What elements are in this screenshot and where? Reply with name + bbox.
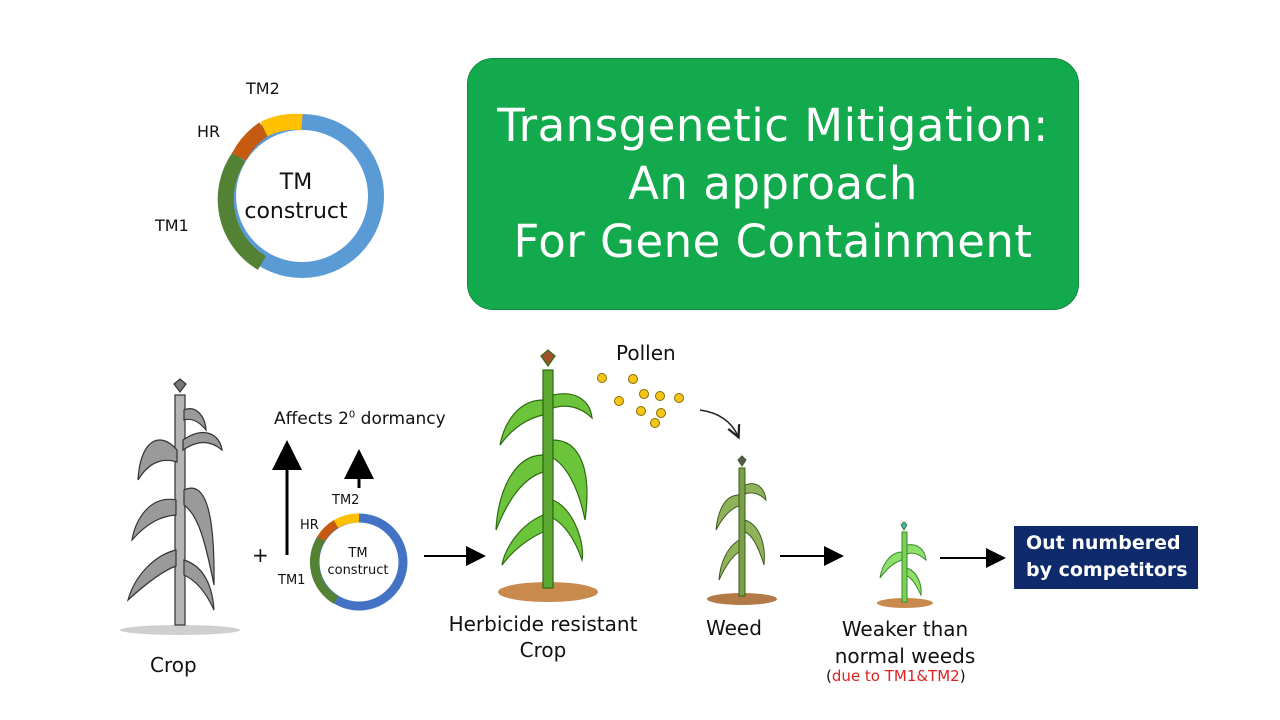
plus-sign: + (252, 543, 269, 567)
crop-label: Crop (150, 653, 197, 677)
tm-construct-ring-small (309, 513, 408, 611)
herbicide-resistant-crop-image (495, 349, 598, 602)
weed-plant-image (707, 455, 777, 605)
small-ring-center-line-2: construct (327, 563, 389, 578)
small-ring-label-tm2: TM2 (332, 493, 360, 508)
large-ring-label-tm2: TM2 (246, 79, 280, 98)
title-line-3: For Gene Containment (513, 215, 1033, 268)
tm-construct-ring-large (217, 113, 384, 278)
crop-plant-image (120, 378, 240, 635)
small-ring-center-text: TM construct (318, 545, 398, 579)
title-box: Transgenetic Mitigation: An approach For… (467, 58, 1079, 310)
weaker-weed-label: Weaker than normal weeds (825, 616, 985, 670)
pollen-dots (597, 373, 684, 428)
affects-text: Affects 2 (274, 409, 349, 429)
weed-label: Weed (706, 616, 762, 640)
large-ring-center-line-1: TM (279, 170, 313, 195)
affects-superscript: 0 (348, 409, 356, 421)
herbicide-crop-label-line-2: Crop (519, 638, 567, 662)
weaker-weed-label-line-1: Weaker than (841, 617, 969, 641)
herbicide-crop-label-line-1: Herbicide resistant (448, 612, 638, 636)
out-numbered-line-2: by competitors (1026, 559, 1188, 581)
pollen-arrow (699, 409, 738, 436)
due-to-note: (due to TM1&TM2) (826, 667, 966, 685)
title-line-1: Transgenetic Mitigation: (497, 99, 1049, 152)
weaker-weed-image (877, 521, 933, 608)
due-to-text: due to TM1&TM2 (831, 667, 960, 685)
herbicide-crop-label: Herbicide resistant Crop (440, 611, 646, 663)
affects-rest-text: dormancy (355, 409, 446, 429)
small-ring-center-line-1: TM (348, 546, 368, 561)
small-ring-label-tm1: TM1 (278, 573, 306, 588)
out-numbered-box: Out numbered by competitors (1014, 526, 1198, 589)
affects-dormancy-label: Affects 20 dormancy (274, 409, 446, 429)
out-numbered-line-1: Out numbered (1026, 532, 1181, 554)
large-ring-center-line-2: construct (244, 199, 348, 224)
pollen-label: Pollen (616, 341, 676, 365)
title-line-2: An approach (628, 157, 918, 210)
due-open-paren: ( (826, 667, 832, 685)
large-ring-label-hr: HR (197, 122, 221, 141)
large-ring-center-text: TM construct (236, 168, 356, 226)
due-close-paren: ) (959, 667, 966, 685)
small-ring-label-hr: HR (300, 518, 319, 533)
large-ring-label-tm1: TM1 (155, 216, 189, 235)
weaker-weed-label-line-2: normal weeds (834, 644, 976, 668)
